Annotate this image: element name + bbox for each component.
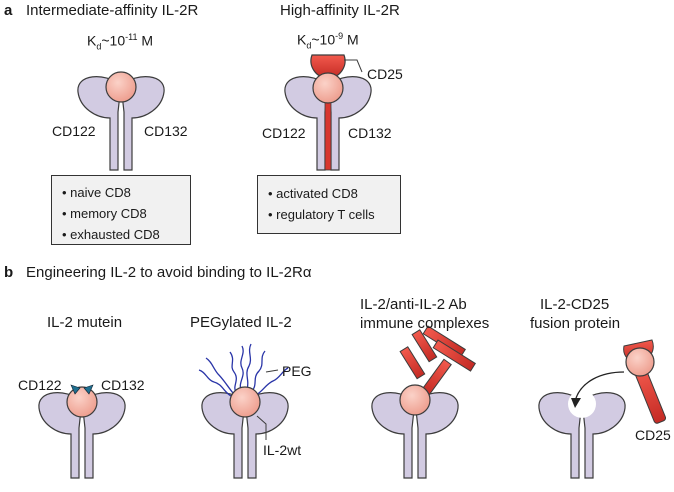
- mutation-marker-right: [83, 384, 94, 395]
- panel-b-title: Engineering IL-2 to avoid binding to IL-…: [26, 264, 312, 281]
- peg-label: PEG: [282, 363, 312, 379]
- cell-item: • regulatory T cells: [268, 207, 375, 222]
- cd132-label: CD132: [348, 125, 392, 141]
- immune-complex-title-line2: immune complexes: [360, 315, 490, 332]
- peg-receptor: [198, 343, 289, 479]
- kd-high: Kd~10-9 M: [297, 31, 359, 51]
- cd122-label: CD122: [262, 125, 306, 141]
- intermediate-cell-list: • naive CD8 • memory CD8 • exhausted CD8: [51, 175, 191, 245]
- peg-leader-line: [265, 369, 279, 373]
- intermediate-receptor: [77, 71, 165, 171]
- mutein-cd132-label: CD132: [101, 377, 145, 393]
- cd122-label: CD122: [52, 123, 96, 139]
- il2-ball: [105, 71, 137, 103]
- cell-item: • memory CD8: [62, 206, 147, 221]
- blocked-arrow: [575, 371, 625, 399]
- cd122-chain: [284, 76, 329, 171]
- il2wt-label: IL-2wt: [263, 442, 302, 458]
- kd-intermediate: Kd~10-11 M: [87, 32, 154, 52]
- fusion-title-line2: fusion protein: [530, 315, 621, 332]
- panel-b-label: b: [4, 264, 14, 281]
- high-affinity-receptor: [284, 54, 372, 171]
- mutation-marker-left: [70, 384, 81, 395]
- il2-ball: [312, 72, 344, 104]
- cd25-leader-line: [344, 59, 363, 73]
- panel-a-label: a: [4, 2, 13, 19]
- high-affinity-title: High-affinity IL-2R: [280, 2, 400, 19]
- il2wt-leader-line: [256, 415, 267, 440]
- cd132-label: CD132: [144, 123, 188, 139]
- fusion-title-line1: IL-2-CD25: [540, 296, 610, 313]
- cell-item: • naive CD8: [62, 185, 131, 200]
- pegylated-title: PEGylated IL-2: [190, 314, 292, 331]
- cell-item: • exhausted CD8: [62, 227, 160, 242]
- mutein-title: IL-2 mutein: [47, 314, 123, 331]
- antibody: [399, 325, 476, 397]
- peg-chains: [198, 343, 289, 397]
- cd132-chain: [120, 76, 165, 171]
- immune-complex-receptor: [371, 325, 476, 479]
- high-affinity-cell-list: • activated CD8 • regulatory T cells: [257, 175, 401, 234]
- cd132-chain: [327, 76, 372, 171]
- cd122-chain: [77, 76, 122, 171]
- fusion-cd25-label: CD25: [635, 427, 671, 443]
- immune-complex-title-line1: IL-2/anti-IL-2 Ab: [360, 296, 467, 313]
- fusion-receptor: [538, 339, 667, 479]
- cd25-label: CD25: [367, 66, 403, 82]
- intermediate-affinity-title: Intermediate-affinity IL-2R: [26, 2, 199, 19]
- fused-il2-ball: [625, 347, 655, 377]
- empty-binding-site: [568, 390, 596, 418]
- cell-item: • activated CD8: [268, 186, 358, 201]
- mutein-cd122-label: CD122: [18, 377, 62, 393]
- mutein-receptor: [38, 384, 126, 479]
